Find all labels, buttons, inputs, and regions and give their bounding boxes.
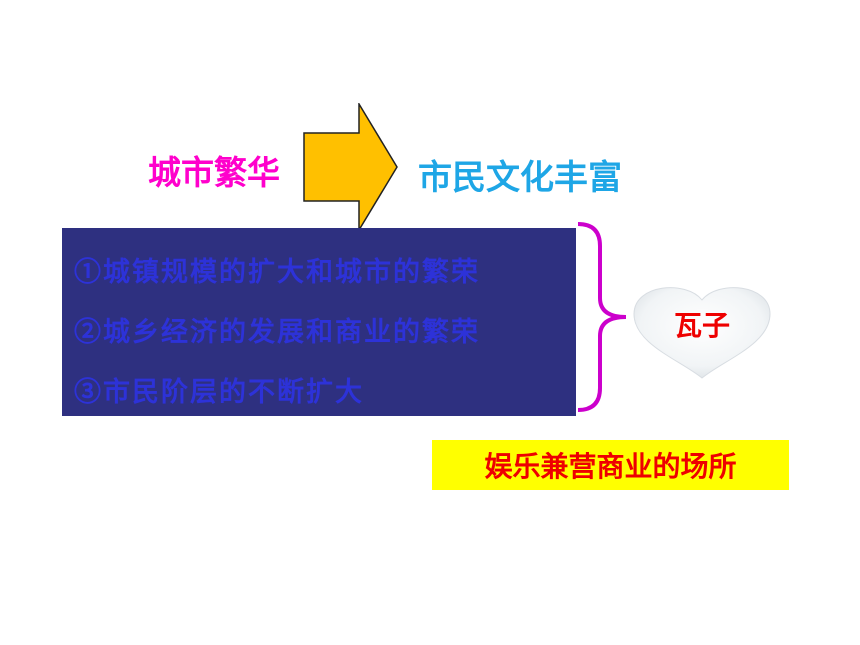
reason-item-3: ③市民阶层的不断扩大 [74, 377, 364, 408]
reason-item-1: ①城镇规模的扩大和城市的繁荣 [74, 257, 480, 288]
title-city-prosperity: 城市繁华 [148, 153, 280, 192]
title-citizen-culture: 市民文化丰富 [418, 158, 622, 198]
entertainment-place-label: 娱乐兼营商业的场所 [484, 450, 737, 483]
entertainment-place-box: 娱乐兼营商业的场所 [432, 440, 789, 490]
curly-brace-icon [577, 222, 627, 412]
reason-item-2: ②城乡经济的发展和商业的繁荣 [74, 317, 480, 348]
right-arrow-icon [303, 103, 398, 231]
heart-shape [633, 287, 771, 379]
wazi-label: 瓦子 [673, 309, 730, 342]
reasons-box: ①城镇规模的扩大和城市的繁荣 ②城乡经济的发展和商业的繁荣 ③市民阶层的不断扩大 [62, 228, 576, 416]
